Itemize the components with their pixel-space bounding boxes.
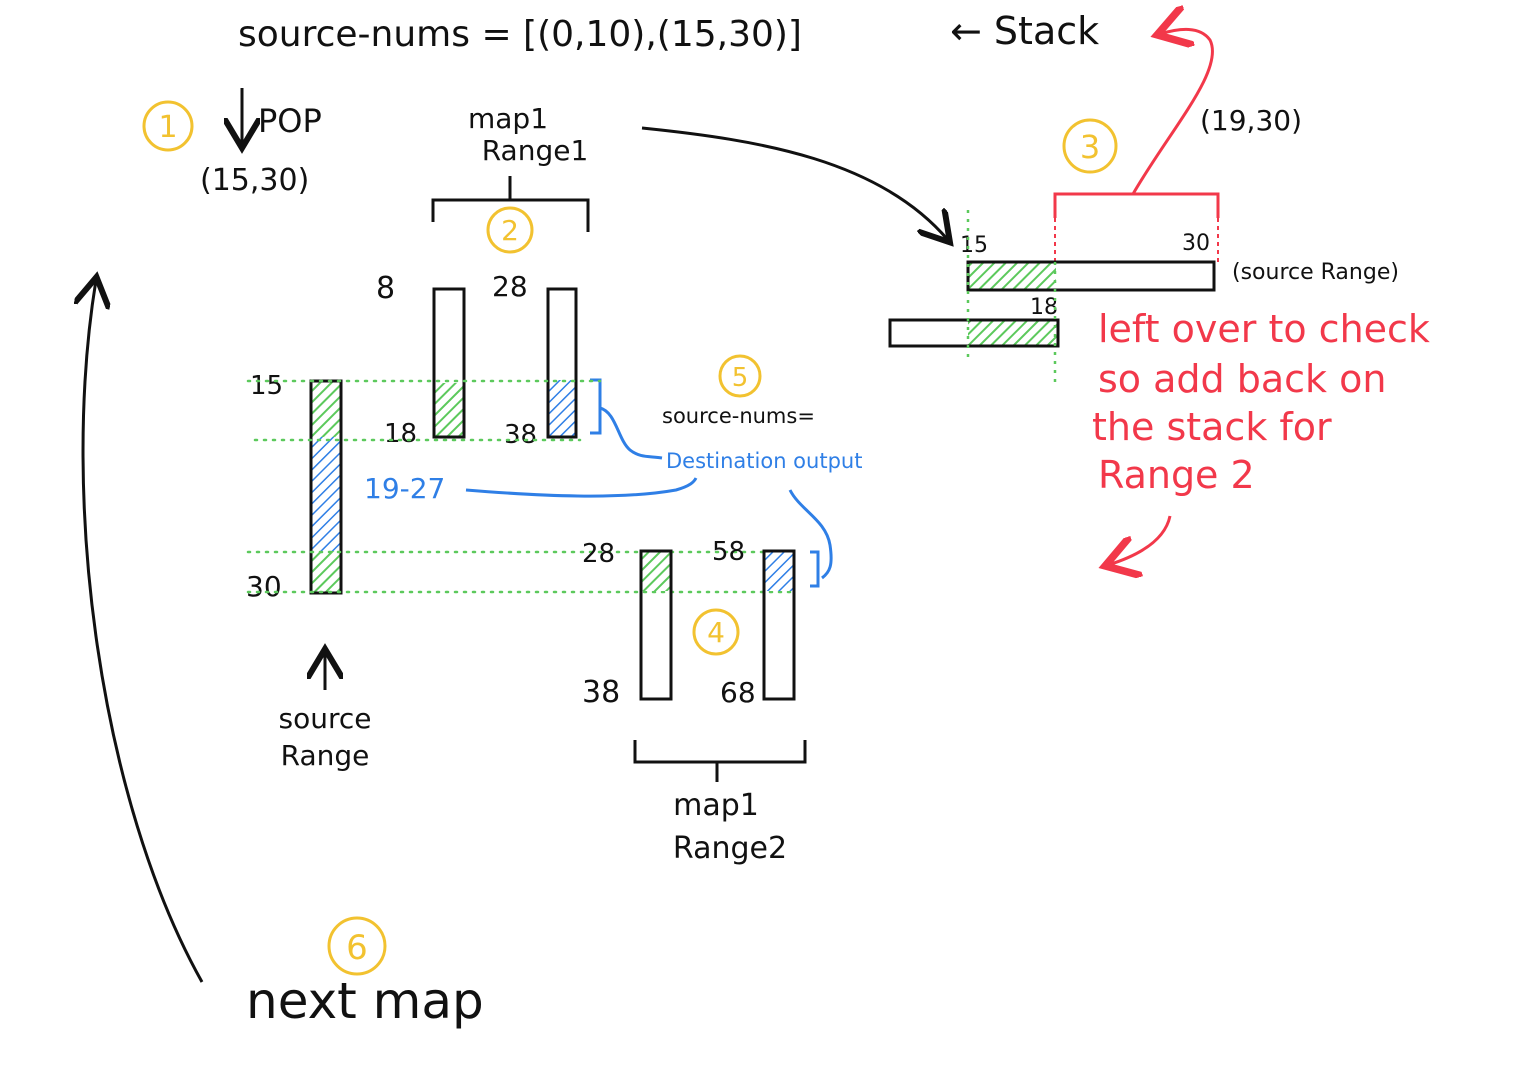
map-range2-dst-overlap	[764, 551, 794, 591]
range-19-27-label: 19-27	[364, 472, 445, 505]
map-range2-dst-top: 58	[712, 537, 745, 567]
leftover-range-value: (19,30)	[1200, 104, 1302, 137]
map-range1-src-bottom: 18	[384, 419, 417, 449]
map-range1-src-overlap	[434, 383, 464, 437]
h-map-bar	[888, 318, 1060, 348]
leftover-note-line-2: so add back on	[1098, 357, 1386, 401]
source-range-label-a: source	[279, 702, 372, 735]
source-top-label: 15	[250, 371, 283, 401]
guide-lines	[246, 379, 797, 594]
map-range2-src-overlap	[641, 551, 671, 591]
source-bottom-label: 30	[246, 570, 282, 603]
pop-label: POP	[258, 102, 322, 140]
step-1-circle	[142, 100, 194, 152]
source-overlap-green-top	[311, 381, 341, 437]
source-overlap-blue	[311, 437, 341, 551]
map-range2-title-a: map1	[673, 788, 759, 823]
h-source-start: 15	[960, 233, 988, 258]
map-range1-title-a: map1	[468, 102, 548, 135]
destination-connector-top	[599, 406, 663, 460]
map-range2-dst-bottom: 68	[720, 676, 756, 709]
map-range1-dst-bottom: 38	[504, 420, 537, 450]
step-3-circle	[1062, 118, 1118, 174]
next-map-label: next map	[246, 972, 484, 1030]
source-range-label-b: Range	[281, 739, 370, 772]
next-map-arrow	[83, 280, 204, 983]
map-range2-title-b: Range2	[673, 831, 787, 866]
step-5-circle	[718, 354, 762, 398]
source-range-bar	[309, 379, 343, 595]
h-source-overlap	[968, 262, 1056, 290]
note-down-arrow	[1108, 515, 1172, 565]
destination-connector-range	[465, 477, 698, 498]
step-3-badge: 3	[1080, 128, 1100, 166]
destination-output-label: Destination output	[666, 449, 862, 473]
h-map-split: 18	[1030, 295, 1058, 320]
popped-value: (15,30)	[200, 163, 309, 198]
leftover-note-line-3: the stack for	[1092, 405, 1332, 449]
map-range1-src-bar	[432, 287, 466, 439]
step-5-badge: 5	[732, 363, 749, 393]
header-equation: source-nums = [(0,10),(15,30)]	[238, 14, 802, 55]
destination-connector-bottom	[788, 489, 833, 580]
step-6-circle	[327, 916, 387, 976]
map-range2-bracket	[633, 740, 807, 764]
leftover-note-line-4: Range 2	[1098, 453, 1255, 497]
leftover-bracket	[1053, 192, 1220, 218]
map-range2-src-bottom: 38	[582, 675, 620, 710]
h-source-range-label: (source Range)	[1232, 260, 1399, 285]
map-range1-dst-bar	[546, 287, 578, 439]
map-range1-dst-top: 28	[492, 270, 528, 303]
leftover-note-line-1: left over to check	[1098, 307, 1430, 351]
source-overlap-green-bottom	[311, 551, 341, 593]
step-1-badge: 1	[158, 110, 177, 145]
h-guide-lines	[966, 210, 1057, 385]
to-step3-arrow	[641, 126, 948, 240]
step-4-badge: 4	[707, 616, 725, 649]
h-source-end: 30	[1182, 231, 1210, 256]
step-4-circle	[692, 608, 740, 656]
source-nums-label: source-nums=	[662, 404, 815, 428]
map-range1-title-b: Range1	[482, 134, 589, 167]
h-map-overlap	[968, 320, 1058, 346]
step-6-badge: 6	[346, 928, 368, 968]
map-range1-dst-bracket	[590, 378, 602, 435]
map-range2-dst-bar	[762, 549, 796, 701]
map-range1-src-top: 8	[376, 271, 395, 306]
step-2-badge: 2	[501, 214, 519, 247]
map-range1-dst-overlap	[548, 380, 576, 437]
header-stack-label: ← Stack	[950, 9, 1099, 53]
add-back-arrow	[1131, 29, 1214, 195]
map-range2-src-bar	[639, 549, 673, 701]
step-2-circle	[486, 206, 534, 254]
map-range2-dst-bracket	[810, 550, 820, 588]
map-range2-src-top: 28	[582, 539, 615, 569]
